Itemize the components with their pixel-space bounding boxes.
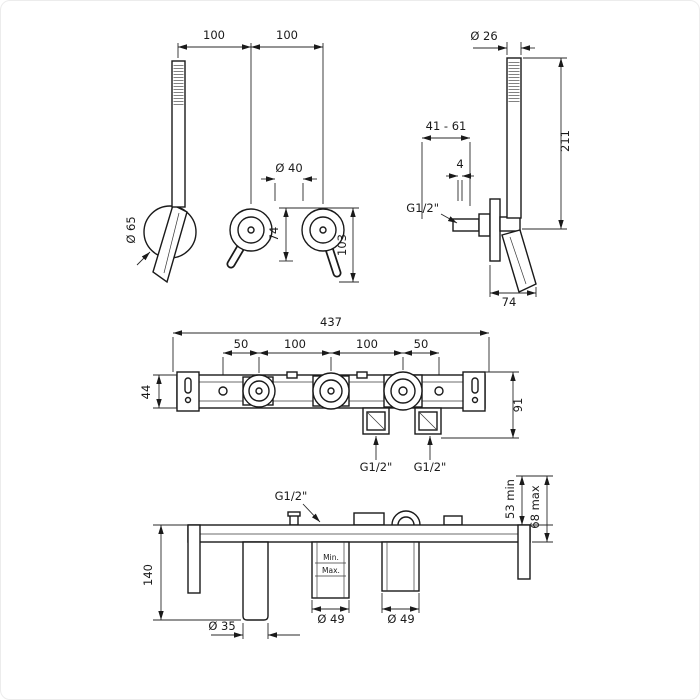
dim-label-d49-right: Ø 49 [387,612,414,626]
dim-d65: Ø 65 [124,216,151,266]
dim-label-91: 91 [511,398,525,413]
slot-right [471,377,479,394]
dim-d40: Ø 40 [261,161,317,201]
slot-left [184,377,192,394]
dim-label-74-front: 74 [267,227,281,242]
thread-callout-side: G1/2" [406,201,458,224]
dim-211: 211 [522,57,572,230]
fixing-screw-head [287,511,301,517]
dim-label-53min: 53 min [503,479,517,519]
connector-side [443,515,463,526]
view-body-front: 437 50 100 100 50 [139,315,553,543]
dim-label-seg3: 100 [356,337,378,351]
dim-label-seg2: 100 [284,337,306,351]
end-plate-left [176,371,200,412]
dim-label-d26: Ø 26 [470,29,497,43]
clip-right [356,371,368,379]
dim-91: 91 [441,371,525,439]
dim-label-seg1: 50 [234,337,249,351]
supply-pipe-stub [452,218,480,232]
valve-left [242,374,276,408]
thread-label-bottom: G1/2" [275,489,308,503]
thread-callout-bottom: G1/2" [275,489,321,523]
diverter-center [312,372,350,410]
handle-side-grip-texture [508,62,520,104]
dim-label-211: 211 [558,130,572,152]
handshower-head-side [501,229,537,293]
dim-44: 44 [139,374,177,409]
valve-block-side [353,512,385,526]
dim-label-41-61: 41 - 61 [426,119,467,133]
cartridge-box-left: Min. Max. [311,541,350,599]
dim-label-d65: Ø 65 [124,216,138,243]
dim-label-d40: Ø 40 [275,161,302,175]
wall-plate-side [489,198,501,262]
thread-label-side: G1/2" [406,201,439,215]
dim-label-4: 4 [456,157,463,171]
dim-d35: Ø 35 [208,619,300,639]
handshower-head [152,204,188,284]
thread-label-outlet-right: G1/2" [414,460,447,474]
label-min: Min. [323,553,339,562]
cartridge-box-right [381,541,420,592]
screw-hole-left [184,396,192,404]
fixing-hole-right [434,386,444,396]
dim-label-100-right: 100 [276,28,298,42]
dim-74-front: 74 [267,207,359,262]
dim-label-68max: 68 max [528,485,542,529]
mixer-knob-left [226,208,273,269]
thread-callout-outlet-right: G1/2" [414,436,447,474]
screw-hole-right [471,396,479,404]
dim-41-61: 41 - 61 [421,119,471,219]
outlet-left [362,407,390,435]
thread-label-outlet-left: G1/2" [360,460,393,474]
dim-140: 140 [141,524,241,621]
view-handshower-front: 100 100 Ø 65 [124,28,359,284]
dim-label-d35: Ø 35 [208,619,235,633]
dim-label-140: 140 [141,564,155,586]
flange-right [517,524,531,580]
head-side-contour [509,236,527,285]
flange-left [187,524,201,594]
dim-label-d49-left: Ø 49 [317,612,344,626]
label-max: Max. [322,566,340,575]
spout-cylinder [242,541,269,621]
dim-437: 437 [172,315,490,372]
dim-d49-left: Ø 49 [311,600,350,626]
dim-label-seg4: 50 [414,337,429,351]
dim-label-74-side: 74 [502,295,517,309]
valve-right [383,371,423,411]
dim-span-100-100: 100 100 [177,28,324,204]
dim-d49-right: Ø 49 [381,593,420,626]
dim-label-100-left: 100 [203,28,225,42]
dim-d26: Ø 26 [470,29,535,55]
pipe-flange [478,213,491,237]
view-body-side: G1/2" Min. Max. [141,489,531,639]
end-plate-right [462,371,486,412]
dim-label-103: 103 [335,234,349,256]
dim-label-437: 437 [320,315,342,329]
clip-left [286,371,298,379]
dim-53min-68max: 53 min 68 max [503,475,553,543]
fixing-hole-left [218,386,228,396]
dim-74-side: 74 [489,265,537,309]
mixer-knob-right [301,208,345,278]
handle-grip-texture [173,65,184,105]
view-handshower-side: Ø 26 211 41 - 61 4 [406,29,572,309]
dim-103: 103 [335,208,359,283]
outlet-right [414,407,442,435]
dim-label-44: 44 [139,385,153,400]
thread-callout-outlet-left: G1/2" [360,436,393,474]
dim-segments: 50 100 100 50 [222,337,440,383]
dim-4: 4 [446,157,474,201]
holder-arm [499,216,521,232]
mounting-plate-side [187,524,531,543]
handshower-head-contour [163,212,180,274]
